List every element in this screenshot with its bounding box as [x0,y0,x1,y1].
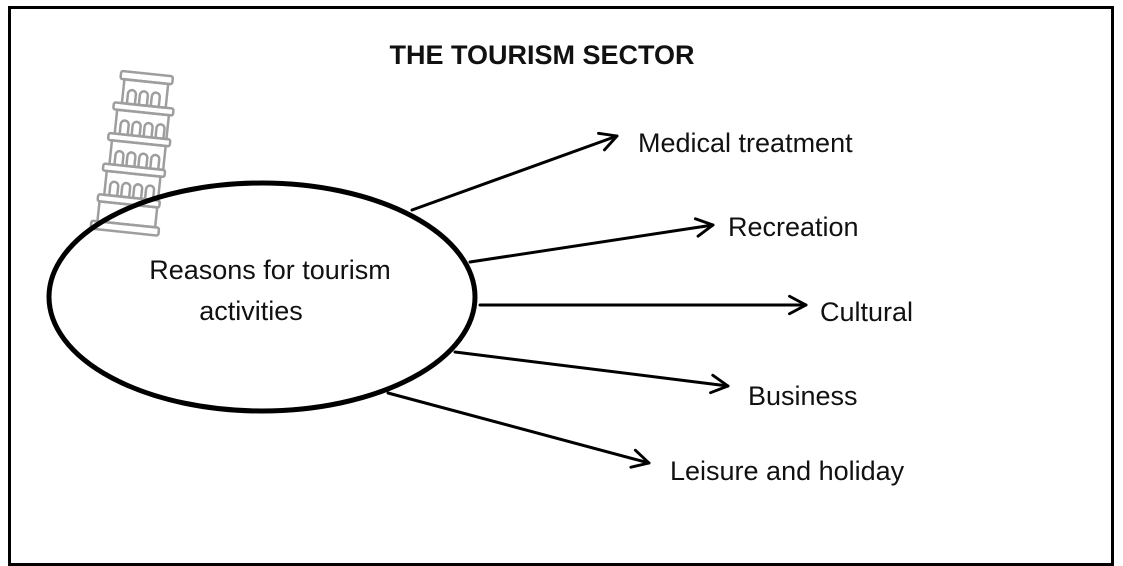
branch-label-business: Business [748,381,858,411]
branch-label-leisure-and-holiday: Leisure and holiday [670,456,905,486]
leaning-tower-icon [89,69,175,237]
arrows [386,131,808,469]
arrow-business [453,350,730,395]
diagram-canvas: THE TOURISM SECTOR Reasons for tourism a… [46,40,913,486]
arrow-recreation [468,217,715,264]
arrow-leisure-and-holiday [386,391,651,469]
branch-label-cultural: Cultural [820,297,913,327]
branch-label-medical-treatment: Medical treatment [638,128,853,158]
diagram-title: THE TOURISM SECTOR [389,40,694,70]
branch-label-recreation: Recreation [728,212,859,242]
center-label-line1: Reasons for tourism [149,255,391,285]
center-label-line2: activities [199,296,303,326]
arrow-medical-treatment [410,131,619,212]
center-ellipse [46,180,478,414]
